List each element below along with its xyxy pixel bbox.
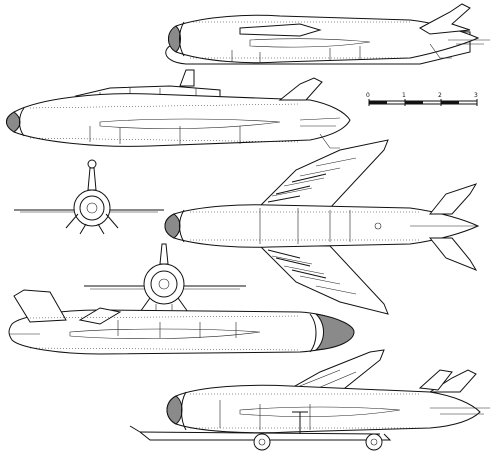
scale-label-0: 0 — [366, 92, 370, 99]
side-view-top — [166, 4, 490, 64]
scale-bar: 0 1 2 3 — [366, 92, 478, 106]
scale-label-1: 1 — [402, 92, 406, 99]
side-view-launch-cart — [130, 350, 490, 450]
scale-label-2: 2 — [438, 92, 442, 99]
side-view-carrier — [7, 70, 351, 148]
front-view-bottom — [84, 244, 246, 312]
plan-view — [165, 140, 478, 314]
side-view-reversed — [9, 290, 354, 354]
scale-label-3: 3 — [474, 92, 478, 99]
front-view-top — [14, 160, 164, 234]
